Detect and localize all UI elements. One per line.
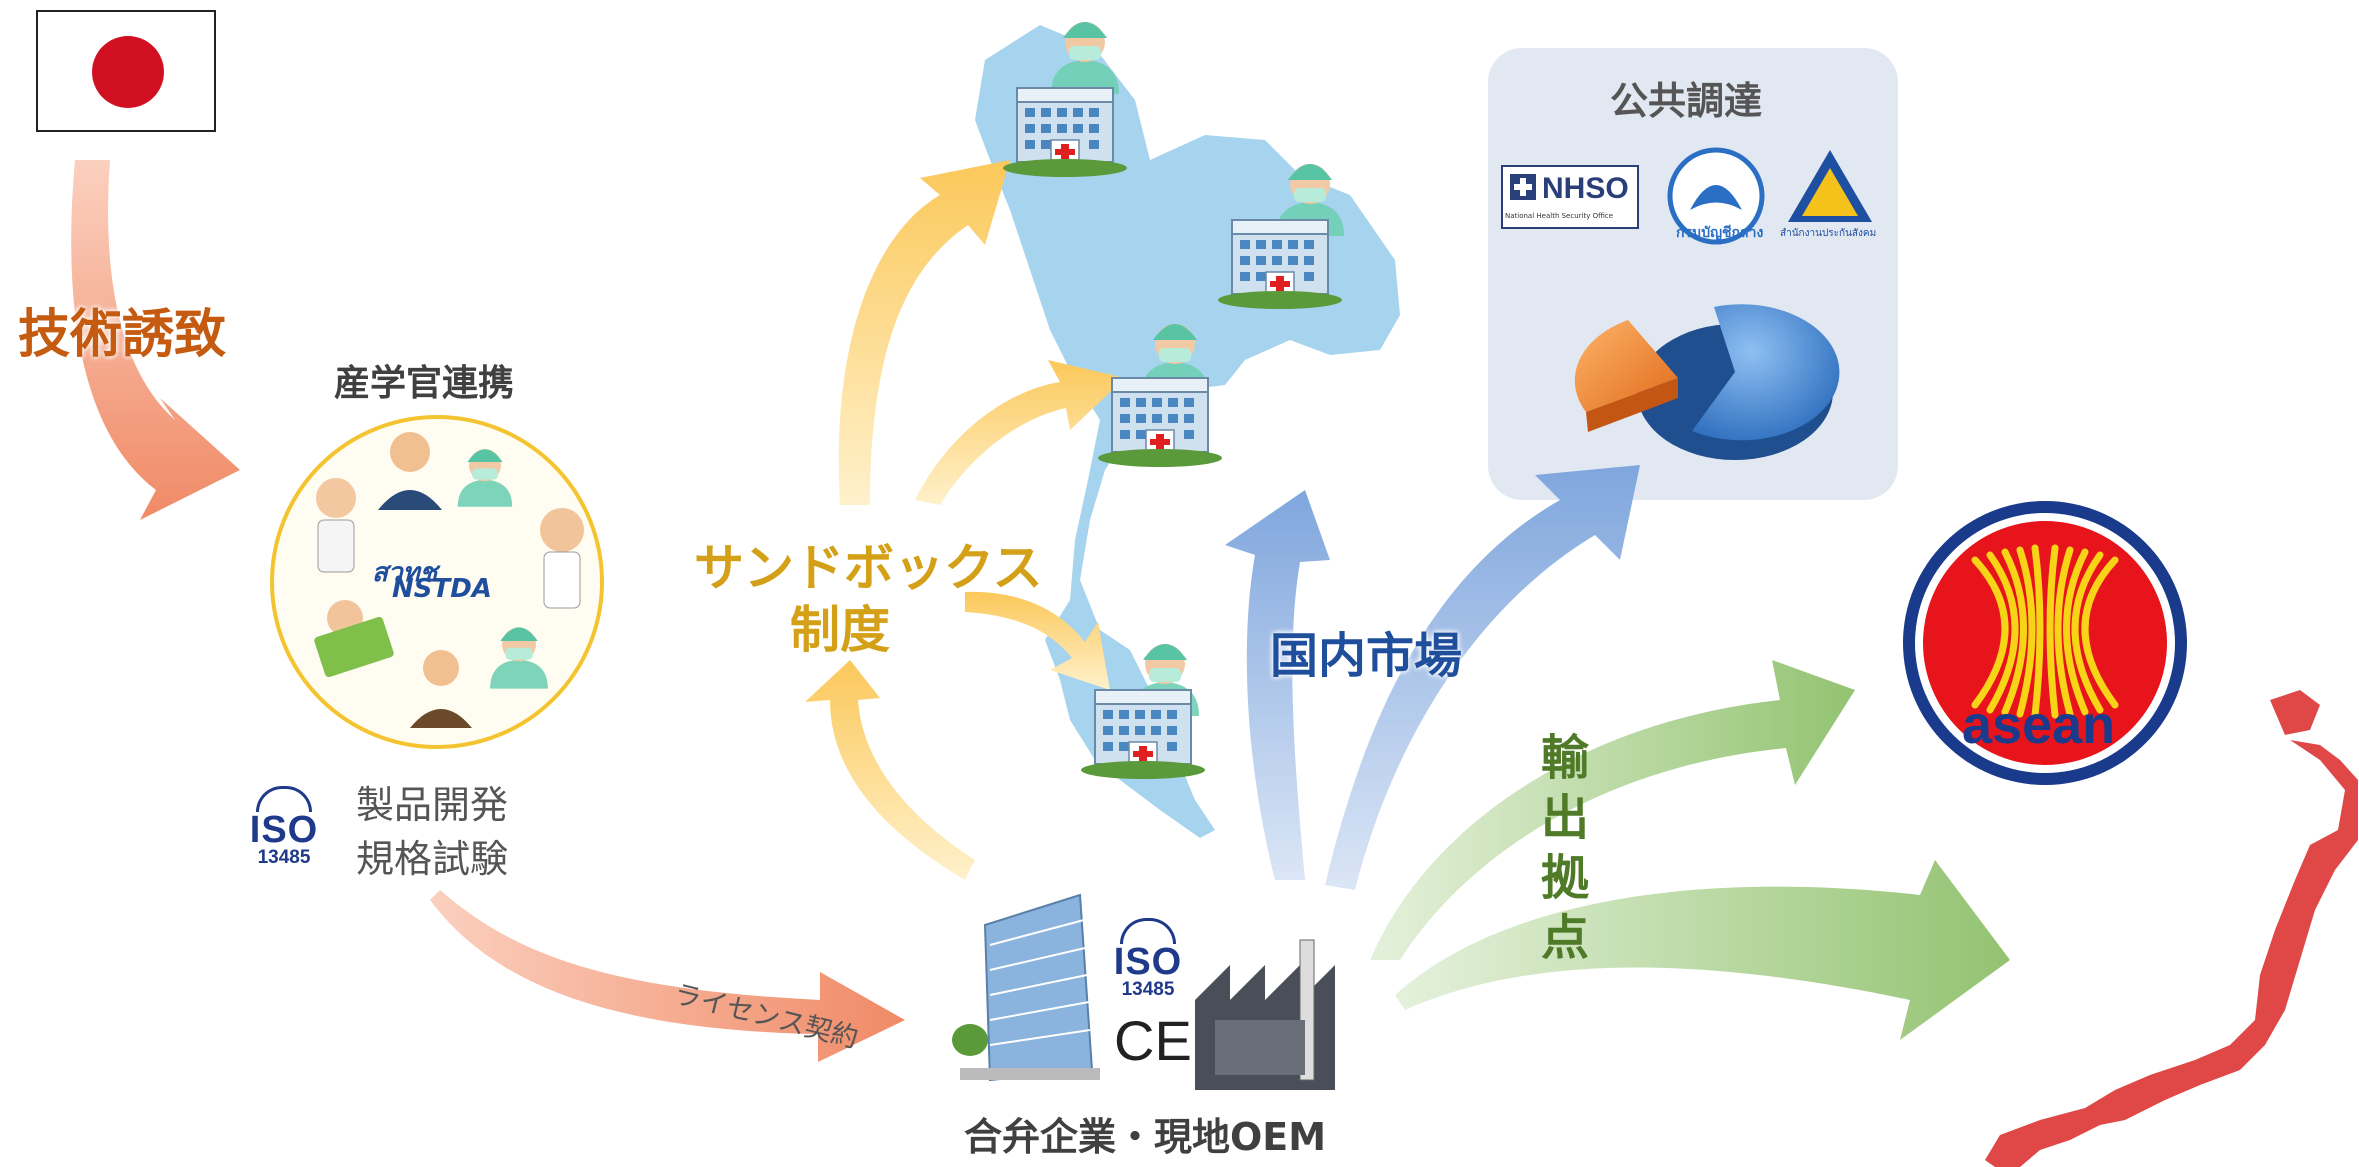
nhso-logo-subtext: National Health Security Office: [1505, 212, 1614, 220]
sso-logo-caption: สำนักงานประกันสังคม: [1780, 228, 1877, 239]
japan-flag-icon: [36, 10, 216, 132]
person-icon: [378, 432, 442, 510]
sandbox-arrow-from-jv: [805, 660, 975, 880]
japan-map-icon: [1985, 740, 2358, 1167]
scientist-icon: [316, 478, 356, 573]
asean-wordmark: asean: [1962, 695, 2116, 755]
export-arrow-asean: [1370, 660, 1855, 960]
collaboration-title: 産学官連携: [334, 363, 515, 404]
person-icon-2: [410, 650, 472, 728]
domestic-arrow-right: [1325, 465, 1640, 890]
pie-chart-icon: [1574, 304, 1840, 460]
sandbox-arrow-central: [915, 360, 1125, 505]
license-arrow: [430, 890, 905, 1062]
export-base-label: 輸出拠点: [1540, 730, 1589, 966]
nhso-logo-text: NHSO: [1542, 172, 1629, 205]
domestic-arrow-left: [1225, 490, 1330, 880]
doctor-old-icon: [540, 508, 584, 609]
iso-badge-icon-jv: ISO 13485: [1106, 918, 1190, 1000]
asean-emblem-icon: [1897, 495, 2193, 791]
engineer-icon: [314, 600, 394, 678]
tech-invite-label: 技術誘致: [18, 305, 227, 365]
nstda-logo: NSTDA: [392, 574, 492, 604]
sandbox-arrow-north: [838, 160, 1010, 505]
sandbox-arrow-south: [965, 591, 1110, 690]
product-dev-label: 製品開発: [356, 783, 509, 827]
ce-mark-icon: CE: [1114, 1009, 1192, 1072]
iso-badge-icon: ISO 13485: [242, 786, 326, 868]
sso-logo: [1788, 150, 1872, 222]
sandbox-label-1: サンドボックス: [694, 539, 1043, 597]
sandbox-label-2: 制度: [790, 601, 890, 659]
jv-oem-label: 合弁企業・現地OEM: [964, 1115, 1327, 1159]
nhso-logo: [1501, 165, 1639, 229]
export-arrow-japan: [1395, 860, 2010, 1040]
standards-test-label: 規格試験: [356, 837, 509, 881]
domestic-market-label: 国内市場: [1270, 628, 1463, 684]
cgd-logo: [1667, 147, 1765, 245]
factory-icon: [1195, 939, 1335, 1090]
office-building-icon: [952, 893, 1100, 1082]
nstda-thai-logo: สวทช: [372, 558, 438, 588]
cgd-logo-caption: กรมบัญชีกลาง: [1676, 225, 1764, 241]
public-procurement-title: 公共調達: [1610, 79, 1763, 123]
tech-invite-arrow: [71, 160, 241, 520]
